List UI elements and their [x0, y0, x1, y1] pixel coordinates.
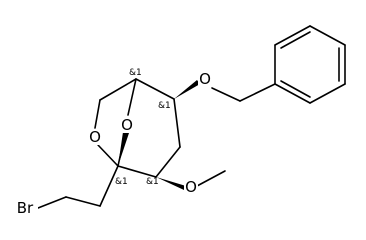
bond-benzyloxy-carbon-to-ring-ch2 [173, 98, 181, 148]
chemical-structure-diagram: O O O O Br &1 &1 &1 &1 [14, 25, 346, 217]
bond-ch2-to-bromine [37, 196, 67, 209]
bond-ch2-to-ring-oxygen [94, 99, 101, 129]
phenyl-bond-5 [309, 83, 346, 104]
wedge-bond-bridge-oxygen [118, 132, 129, 166]
bridge-oxygen-bg [120, 117, 134, 133]
wedge-bond-benzyloxy [174, 80, 200, 99]
bond-benzylic-ch2-to-phenyl [239, 83, 276, 102]
ring-oxygen-left-bg [88, 129, 102, 145]
wedge-bond-methoxy [156, 177, 186, 190]
bond-top-bridgehead-to-bridge-oxygen [127, 78, 137, 116]
phenyl-inner-double-bond-1 [280, 31, 311, 49]
stereo-descriptors: &1 &1 &1 &1 [115, 68, 171, 187]
phenyl-ring [274, 25, 346, 104]
ring-oxygen-left: O [89, 128, 101, 146]
stereo-label-anomeric-carbon: &1 [115, 177, 128, 187]
benzyloxy-oxygen-bg [198, 71, 212, 87]
atom-labels: O O O O Br [14, 70, 212, 217]
bond-methoxy-oxygen-to-methyl [196, 170, 226, 187]
bond-benzyloxy-oxygen-to-ch2 [211, 87, 241, 102]
phenyl-bond-6 [274, 83, 311, 104]
phenyl-bond-2 [274, 25, 311, 46]
stereo-label-methoxy-carbon: &1 [146, 177, 159, 187]
methoxy-oxygen: O [185, 178, 197, 196]
bond-top-bridgehead-to-benzyloxy-carbon [135, 78, 175, 100]
benzyloxy-oxygen: O [199, 70, 211, 88]
phenyl-inner-double-bond-3 [280, 80, 311, 98]
bond-ring-oxygen-to-anomeric-carbon [97, 144, 119, 167]
substituents [37, 83, 276, 209]
bromine-label: Br [17, 199, 34, 217]
methoxy-oxygen-bg [184, 179, 198, 195]
bond-methoxy-carbon-to-anomeric-carbon [117, 165, 157, 178]
bond-ch2-to-top-bridgehead [99, 78, 137, 101]
bridge-oxygen: O [121, 116, 133, 134]
bromine-bg [14, 200, 38, 216]
bicyclic-core [94, 78, 181, 178]
stereo-wedges [118, 80, 200, 190]
stereo-label-top-bridgehead: &1 [129, 68, 142, 78]
bond-ethyl-to-ch2br [65, 196, 101, 207]
bond-ring-ch2-to-methoxy-carbon [155, 146, 181, 178]
stereo-label-benzyloxy-carbon: &1 [158, 101, 171, 111]
phenyl-bond-3 [309, 25, 346, 46]
bond-anomeric-carbon-to-ethyl [99, 165, 119, 207]
